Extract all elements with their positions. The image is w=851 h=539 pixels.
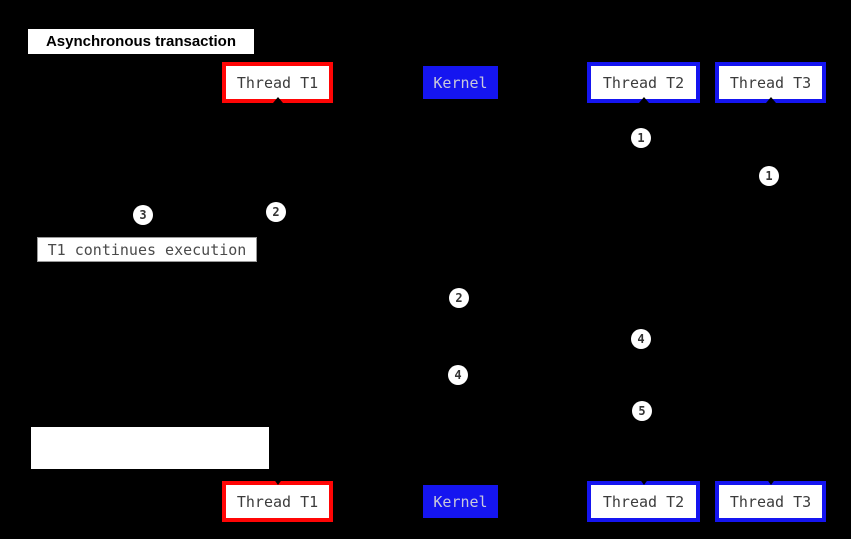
thread-t1-bottom-lifeline-notch-icon [272,478,283,485]
diagram-title: Asynchronous transaction [28,29,254,54]
step-marker-4: 4 [448,365,468,385]
thread-t2-top-lifeline-notch-icon [638,97,649,103]
thread-t2-bottom-box: Thread T2 [587,481,700,522]
note-empty-box [31,427,269,469]
thread-t1-bottom-box: Thread T1 [222,481,333,522]
step-marker-3: 3 [133,205,153,225]
kernel-bottom-box: Kernel [423,485,498,518]
kernel-top-box: Kernel [423,66,498,99]
step-marker-1: 1 [759,166,779,186]
thread-t2-bottom-lifeline-notch-icon [638,478,649,485]
step-marker-2: 2 [266,202,286,222]
step-marker-5: 5 [632,401,652,421]
thread-t3-top-box: Thread T3 [715,62,826,103]
thread-t3-top-lifeline-notch-icon [765,97,776,103]
note-t1-label: T1 continues execution [47,240,247,259]
note-t1-continues-execution: T1 continues execution [37,237,257,262]
diagram-title-label: Asynchronous transaction [45,33,237,50]
step-marker-1: 1 [631,128,651,148]
step-marker-4: 4 [631,329,651,349]
thread-t3-bottom-box: Thread T3 [715,481,826,522]
thread-t1-top-lifeline-notch-icon [272,97,283,103]
step-marker-2: 2 [449,288,469,308]
thread-t3-bottom-lifeline-notch-icon [765,478,776,485]
